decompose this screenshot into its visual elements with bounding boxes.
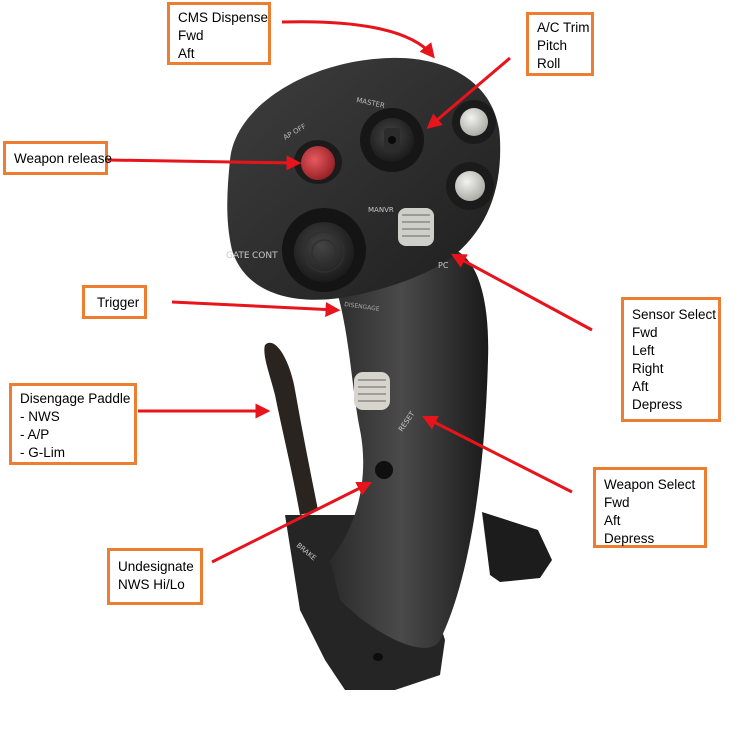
callout-cms-dispense: CMS Dispense Fwd Aft <box>167 2 271 65</box>
arrow-trim <box>426 56 511 129</box>
callout-disengage-paddle: Disengage Paddle - NWS - A/P - G-Lim <box>9 383 137 465</box>
arrow-undesignate <box>211 481 373 564</box>
base-screw <box>373 653 383 661</box>
weapon-release-button <box>294 140 342 184</box>
undesignate-button <box>375 461 393 479</box>
callout-ac-trim: A/C Trim Pitch Roll <box>526 12 594 76</box>
weapon-select-knob <box>354 372 390 410</box>
label-pc: PC <box>438 261 449 270</box>
arrow-cms <box>281 20 435 59</box>
thumb-stick <box>282 208 366 292</box>
sensor-select-button <box>446 162 494 210</box>
callout-weapon-select: Weapon Select Fwd Aft Depress <box>593 467 707 548</box>
grip-body <box>330 250 489 648</box>
label-cont: CONT <box>252 251 278 261</box>
arrow-sensor <box>451 253 593 332</box>
callout-trigger: Trigger <box>82 285 147 319</box>
callout-undesignate: Undesignate NWS Hi/Lo <box>107 548 203 605</box>
callout-sensor-select: Sensor Select Fwd Left Right Aft Depress <box>621 297 721 422</box>
cms-button <box>452 100 496 144</box>
label-disengage: DISENGAGE <box>344 301 380 313</box>
label-manvr: MANVR <box>368 206 394 214</box>
arrow-trigger <box>171 300 341 317</box>
manvr-switch <box>398 208 434 246</box>
disengage-paddle <box>264 342 318 515</box>
arrow-weapon-release <box>107 155 302 171</box>
arrow-weapon-select <box>421 415 573 494</box>
trim-hat <box>360 108 424 172</box>
callout-weapon-release: Weapon release <box>3 141 112 175</box>
label-gate: GATE <box>226 251 250 261</box>
rear-support <box>482 512 552 582</box>
